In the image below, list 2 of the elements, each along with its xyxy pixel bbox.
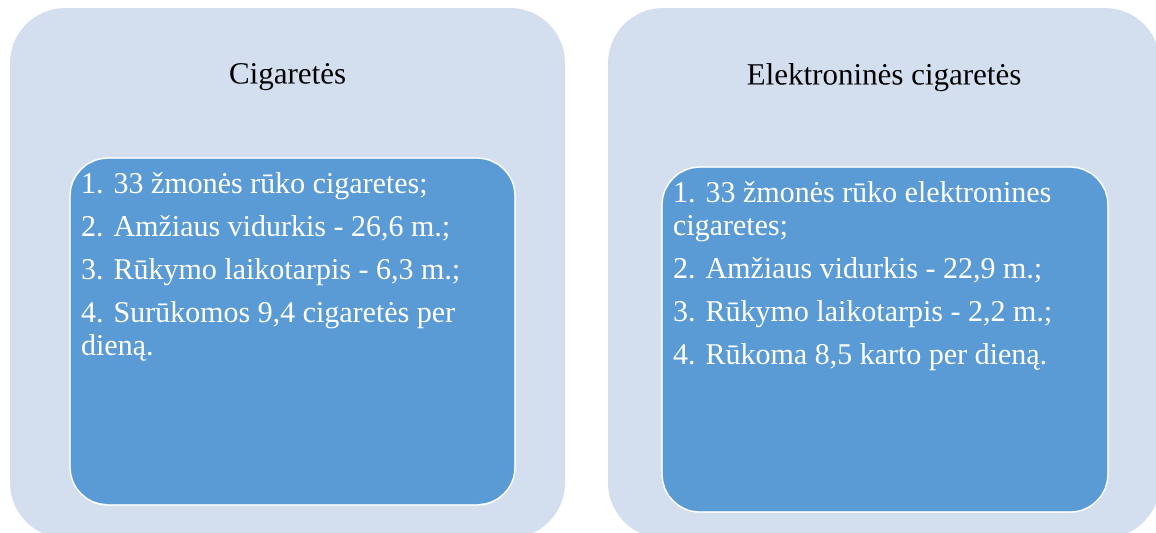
list-box: 1. 33 žmonės rūko cigaretes; 2. Amžiaus vidurkis - 26,6 m.; 3. Rūkymo laikotarpis - 6,3 m.; 4. Surūkomos 9,4 cigaretės per dieną.	[69, 157, 516, 506]
list-box: 1. 33 žmonės rūko elektronines cigaretes; 2. Amžiaus vidurkis - 22,9 m.; 3. Rūkymo laikotarpis - 2,2 m.; 4. Rūkoma 8,5 karto per dieną.	[661, 166, 1109, 513]
